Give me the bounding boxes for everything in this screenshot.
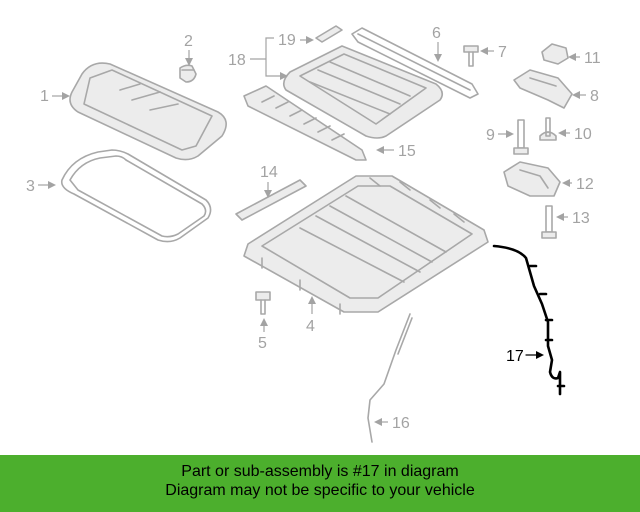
- part-19-pad[interactable]: [315, 25, 343, 43]
- arrow-6: [434, 54, 442, 62]
- arrow-10: [558, 129, 566, 137]
- part-17-highlighted[interactable]: [492, 244, 566, 396]
- arrow-15: [376, 146, 384, 154]
- label-6: 6: [432, 25, 441, 42]
- arrow-1: [62, 92, 70, 100]
- label-15: 15: [398, 143, 416, 160]
- label-2: 2: [184, 33, 193, 50]
- arrow-16: [374, 418, 382, 426]
- part-10-push-pin[interactable]: [539, 117, 557, 141]
- arrow-17: [536, 351, 544, 359]
- arrow-5: [260, 318, 268, 326]
- part-7-bolt[interactable]: [463, 45, 479, 67]
- label-1: 1: [40, 88, 49, 105]
- label-11: 11: [584, 50, 601, 67]
- label-10: 10: [574, 126, 592, 143]
- banner-line-2: Diagram may not be specific to your vehi…: [165, 482, 475, 499]
- label-4: 4: [306, 318, 315, 335]
- arrow-14: [264, 190, 272, 198]
- banner-line-1: Part or sub-assembly is #17 in diagram: [181, 463, 459, 480]
- arrow-19: [306, 36, 314, 44]
- info-banner: Part or sub-assembly is #17 in diagram D…: [0, 455, 640, 512]
- label-9: 9: [486, 127, 495, 144]
- part-13-pin[interactable]: [541, 205, 557, 239]
- label-14: 14: [260, 164, 278, 181]
- part-3-seal[interactable]: [60, 149, 212, 243]
- arrow-8: [572, 91, 580, 99]
- part-9-stud[interactable]: [513, 119, 529, 155]
- part-12-motor[interactable]: [503, 161, 561, 197]
- part-8-bracket[interactable]: [513, 69, 573, 109]
- label-18: 18: [228, 52, 246, 69]
- arrow-3: [48, 181, 56, 189]
- label-17: 17: [506, 348, 524, 365]
- leader-18: [250, 37, 282, 77]
- part-1-glass-panel[interactable]: [69, 62, 227, 161]
- arrow-11: [568, 53, 576, 61]
- label-7: 7: [498, 44, 507, 61]
- part-14-trim-strip[interactable]: [235, 179, 307, 221]
- label-12: 12: [576, 176, 594, 193]
- label-13: 13: [572, 210, 590, 227]
- part-18-sunshade[interactable]: [282, 45, 444, 139]
- label-5: 5: [258, 335, 267, 352]
- part-11-clip[interactable]: [541, 43, 569, 65]
- part-4-frame[interactable]: [243, 175, 489, 315]
- part-5-bolt[interactable]: [255, 291, 271, 315]
- label-16: 16: [392, 415, 410, 432]
- arrow-18: [280, 72, 288, 80]
- part-16-drain-hose[interactable]: [367, 313, 413, 443]
- arrow-7: [480, 47, 488, 55]
- part-15-shade-rail[interactable]: [243, 85, 367, 161]
- arrow-13: [556, 213, 564, 221]
- label-3: 3: [26, 178, 35, 195]
- arrow-12: [562, 179, 570, 187]
- arrow-9: [506, 130, 514, 138]
- part-6-wind-deflector[interactable]: [351, 27, 479, 99]
- label-8: 8: [590, 88, 599, 105]
- arrow-4: [308, 296, 316, 304]
- arrow-2: [185, 58, 193, 66]
- label-19: 19: [278, 32, 296, 49]
- part-2-nut[interactable]: [179, 64, 197, 83]
- parts-diagram: 1 2 3 18 19 6 7: [26, 25, 601, 443]
